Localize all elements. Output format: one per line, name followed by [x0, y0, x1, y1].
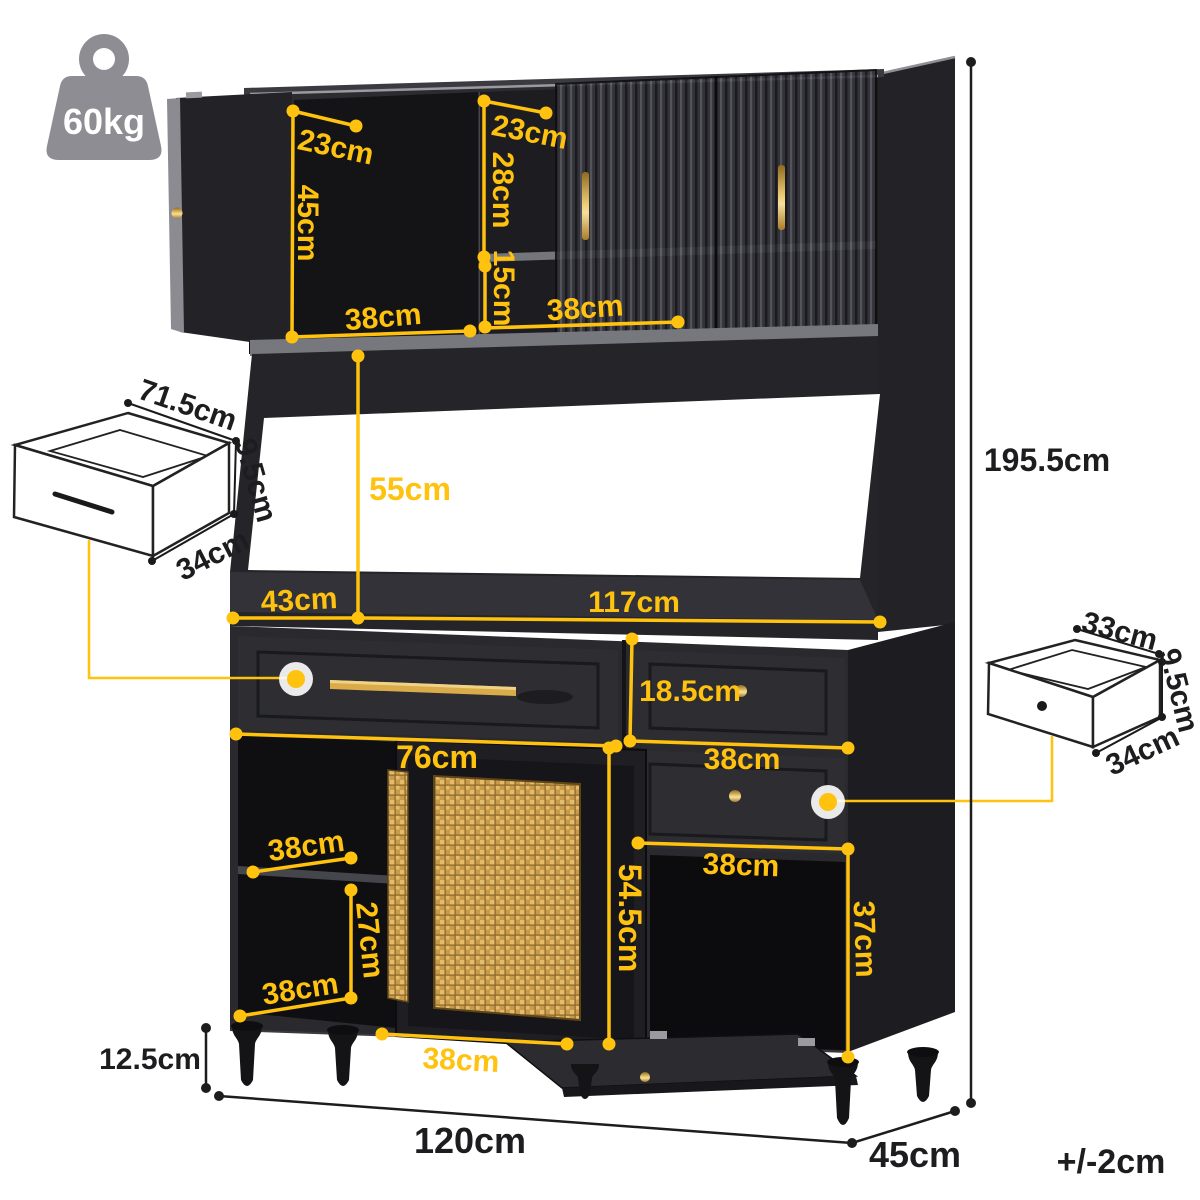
dimension-dots-yellow: [226, 94, 887, 1064]
tolerance-label: +/-2cm: [1057, 1143, 1166, 1181]
hutch-open-door: [176, 92, 292, 348]
hinge-icon: [798, 1038, 815, 1046]
dim-label-overall-depth: 45cm: [869, 1134, 961, 1175]
dim-label-cane-door-bottom-width: 38cm: [422, 1042, 500, 1079]
right-middle-drawer: [630, 750, 845, 854]
right-top-drawer: [630, 650, 845, 746]
callout-dot: [287, 670, 305, 688]
dim-label-right-niche-width: 38cm: [702, 848, 780, 884]
dim-label-hutch-right-bottom-width: 38cm: [546, 289, 625, 327]
hutch-left-compartment: [294, 92, 480, 350]
drawer-handle-mark: [52, 491, 115, 515]
dim-label-cane-door-width: 76cm: [396, 739, 478, 775]
dim-label-hutch-left-height: 45cm: [291, 185, 324, 262]
dim-label-countertop-width: 117cm: [588, 586, 680, 619]
base-side-panel: [848, 622, 955, 1052]
glass-door-handle: [778, 165, 785, 230]
dimension-lines-black: [204, 62, 973, 1145]
dim-label-top-right-drawer-height: 18.5cm: [639, 675, 741, 708]
dim-label-hutch-right-upper-height: 28cm: [486, 152, 519, 229]
dim-label-left-cubby-height: 27cm: [349, 900, 390, 980]
drawer-knob: [735, 685, 747, 697]
cane-panel-narrow: [387, 769, 409, 1003]
dimension-dots-black: [201, 57, 976, 1148]
cane-panel-wide: [433, 774, 581, 1022]
dim-label-leg-height: 12.5cm: [99, 1043, 201, 1076]
open-shelf-space: [248, 394, 880, 578]
dim-label-overall-width: 120cm: [414, 1120, 526, 1161]
cabinet-legs: [231, 1021, 939, 1125]
max-load-label: 60kg: [63, 101, 145, 142]
door-knob: [171, 207, 183, 219]
right-niche-interior: [650, 855, 845, 1050]
hutch-unit: [167, 55, 956, 640]
right-drawer-detail-diagram: [984, 625, 1166, 757]
flap-knob: [640, 1072, 650, 1082]
countertop: [230, 572, 878, 620]
dim-label-overall-height: 195.5cm: [984, 442, 1110, 478]
dim-label-right-niche-height: 37cm: [847, 900, 883, 978]
hinge-icon: [650, 1031, 667, 1039]
drawer-knob-mark: [1037, 701, 1047, 711]
dim-label-hutch-left-bottom-width: 38cm: [343, 298, 422, 338]
drawer-knob: [729, 790, 741, 802]
dim-label-countertop-depth: 43cm: [260, 582, 338, 619]
glass-door-handle: [582, 172, 589, 240]
kettlebell-body: [46, 76, 162, 160]
callout-dot: [819, 793, 837, 811]
callout-connectors: [87, 540, 1054, 803]
dimension-lines-yellow: [233, 99, 881, 1057]
weight-capacity-badge: 60kg: [46, 34, 162, 160]
cubby-shelf-edge: [238, 866, 396, 884]
dim-label-open-shelf-height: 55cm: [369, 471, 451, 507]
left-cubby-interior: [238, 734, 396, 1028]
hutch-side-panel: [878, 57, 955, 632]
dim-label-hutch-right-shelf-gap: 15cm: [487, 250, 520, 327]
dim-label-right-drawer-width: 38cm: [704, 743, 781, 776]
callout-markers: [279, 662, 845, 819]
base-cabinet: [229, 622, 955, 1125]
left-drawer-detail-diagram: [10, 399, 240, 565]
dim-label-cane-door-height: 54.5cm: [612, 864, 648, 973]
